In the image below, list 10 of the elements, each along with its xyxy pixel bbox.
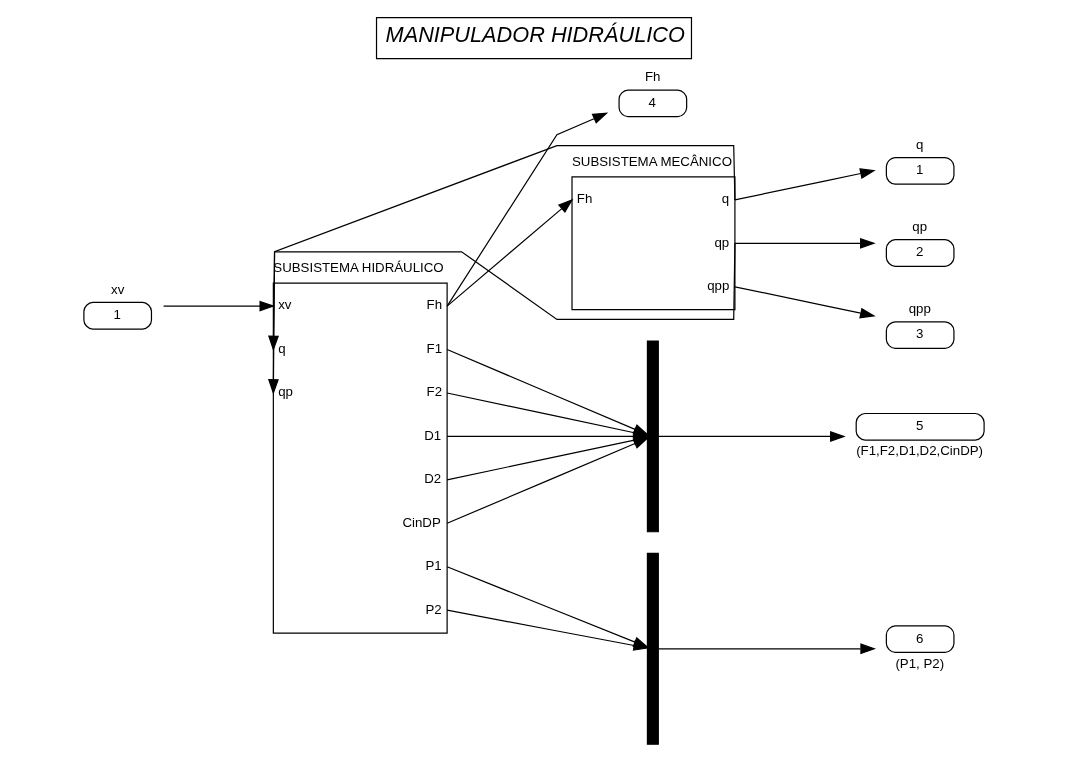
node-label: SUBSISTEMA MECÂNICO: [572, 153, 732, 169]
node-label: (P1, P2): [895, 655, 945, 671]
node-label: SUBSISTEMA HIDRÁULICO: [273, 260, 444, 276]
node-label: xv: [111, 281, 125, 297]
node-label: qpp: [908, 301, 931, 317]
node-label: qp: [912, 219, 928, 235]
node-label: Fh: [645, 69, 661, 85]
node-label: (F1,F2,D1,D2,CinDP): [856, 443, 983, 459]
node-label: q: [915, 136, 924, 152]
diagram-title: MANIPULADOR HIDRÁULICO: [385, 22, 685, 48]
